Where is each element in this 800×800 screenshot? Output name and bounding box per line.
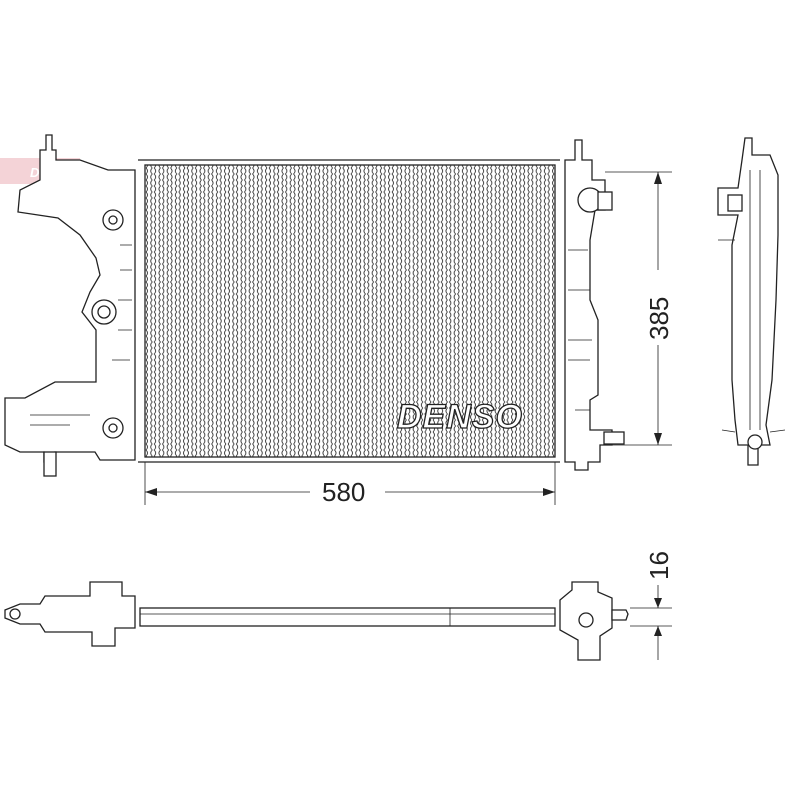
mount-bushing-top-left bbox=[102, 209, 124, 231]
width-dimension: 580 bbox=[144, 462, 556, 507]
mount-bushing-bottom-left bbox=[102, 417, 124, 439]
core-frame bbox=[138, 159, 560, 463]
right-tank bbox=[564, 139, 613, 471]
top-view bbox=[4, 581, 629, 661]
width-value: 580 bbox=[322, 477, 365, 507]
core-top-view bbox=[139, 607, 556, 627]
height-dimension: 385 bbox=[600, 171, 674, 446]
radiator-core bbox=[144, 164, 556, 458]
outlet-port-left bbox=[91, 299, 117, 325]
height-value: 385 bbox=[644, 297, 674, 340]
thickness-dimension: 16 bbox=[630, 551, 674, 660]
front-view: DENSO bbox=[4, 134, 625, 477]
brand-label: DENSO bbox=[397, 398, 523, 436]
drain-plug bbox=[603, 431, 625, 445]
side-view bbox=[717, 137, 786, 466]
left-tank bbox=[4, 134, 136, 463]
thickness-value: 16 bbox=[644, 551, 674, 580]
